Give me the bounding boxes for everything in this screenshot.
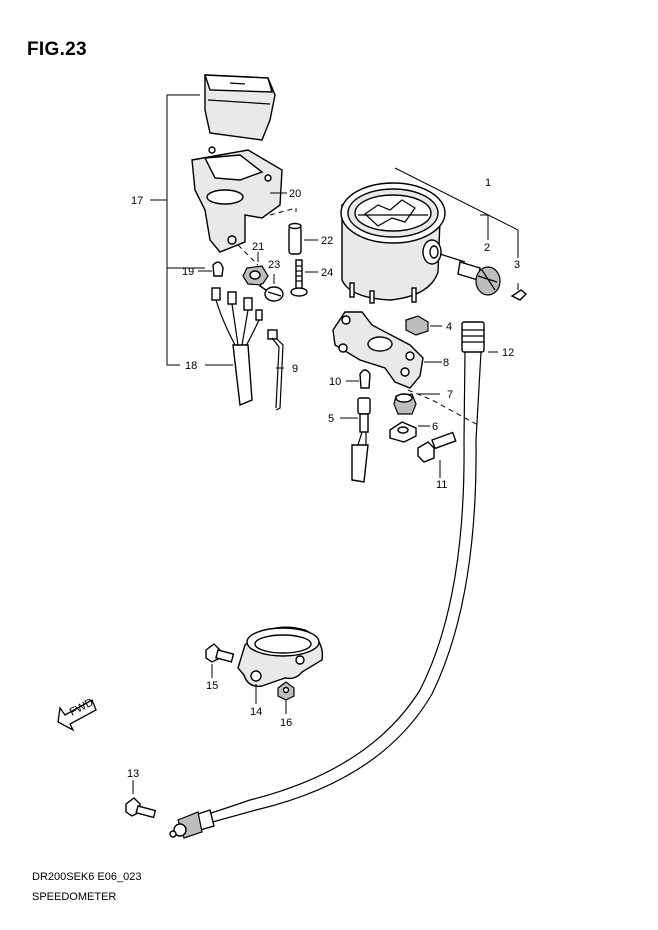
nut-16	[277, 681, 295, 714]
callout-16: 16	[280, 717, 292, 729]
callout-18: 18	[185, 360, 197, 372]
callout-6: 6	[432, 421, 438, 433]
screw-3	[510, 283, 528, 301]
indicator-lens-cover	[204, 74, 276, 141]
figure-name: SPEEDOMETER	[32, 891, 117, 903]
collar-nut-6	[389, 421, 430, 443]
callout-11: 11	[436, 479, 447, 491]
grommet-7	[393, 389, 479, 426]
figure-title: FIG.23	[27, 39, 87, 60]
callout-17: 17	[131, 195, 143, 207]
group-17-bracket	[150, 94, 205, 366]
callout-5: 5	[328, 413, 334, 425]
callout-19: 19	[182, 266, 194, 278]
bracket-plate-8	[332, 311, 442, 389]
callout-14: 14	[250, 706, 262, 718]
bolt-11	[417, 431, 457, 478]
lamp-socket-22	[288, 222, 318, 255]
indicator-housing	[191, 146, 287, 253]
speedometer-cable-12	[169, 321, 498, 839]
screw-13	[125, 780, 157, 819]
callout-13: 13	[127, 768, 139, 780]
wiring-harness-18	[205, 287, 263, 407]
callout-7: 7	[447, 389, 453, 401]
callout-2: 2	[484, 242, 490, 254]
clamp-14	[237, 626, 324, 704]
callout-22: 22	[321, 235, 333, 247]
callout-23: 23	[268, 259, 280, 271]
cable-tie-9	[267, 329, 284, 411]
callout-9: 9	[292, 363, 298, 375]
speedometer-body	[340, 182, 466, 304]
callout-12: 12	[502, 347, 514, 359]
callout-24: 24	[321, 267, 333, 279]
callout-15: 15	[206, 680, 218, 692]
bolt-15	[205, 643, 235, 678]
bulb-19	[198, 261, 224, 277]
screw-23	[259, 274, 284, 302]
callout-10: 10	[329, 376, 341, 388]
speedometer-assembly-1	[394, 167, 519, 258]
callout-3: 3	[514, 259, 520, 271]
callout-8: 8	[443, 357, 449, 369]
figure-code: DR200SEK6 E06_023	[32, 871, 142, 883]
callout-21: 21	[252, 241, 264, 253]
screw-24	[290, 259, 318, 297]
lamp-socket-5	[340, 397, 371, 483]
callout-1: 1	[485, 177, 491, 189]
callout-4: 4	[446, 321, 452, 333]
forward-arrow-icon: FWD	[57, 696, 97, 732]
nut-21	[242, 252, 269, 286]
callout-20: 20	[289, 188, 301, 200]
bulb-10	[346, 369, 371, 389]
cushion-4	[405, 315, 442, 336]
meter-lamp-socket-2	[457, 261, 501, 296]
